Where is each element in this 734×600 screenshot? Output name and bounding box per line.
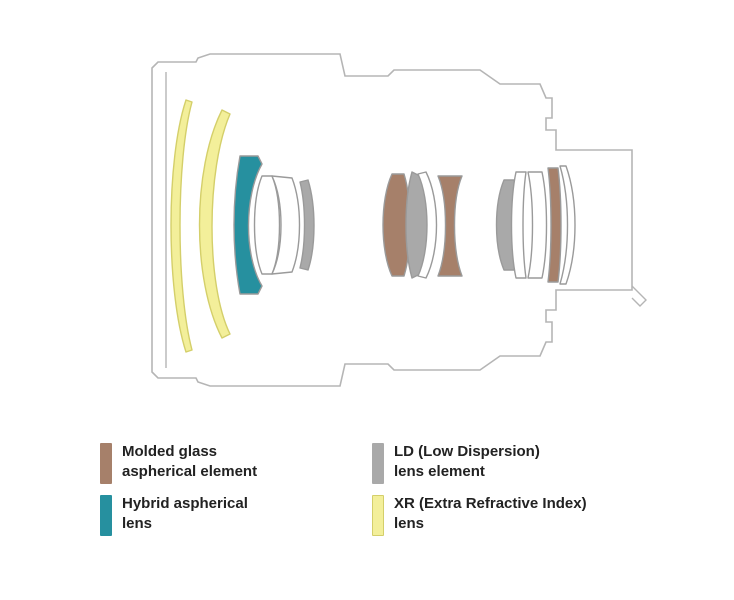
ld-lens-1 (299, 179, 315, 271)
clear-lens-2 (271, 175, 301, 275)
hybrid-aspherical-lens (233, 155, 263, 295)
clear-lens-5 (527, 171, 548, 279)
legend-label-molded-glass-line2: aspherical element (122, 463, 258, 480)
legend-swatch-xr (372, 495, 384, 536)
lens-barrel-outline (151, 53, 633, 387)
legend-label-xr-line1: XR (Extra Refractive Index) (394, 495, 587, 512)
xr-lens-1 (170, 99, 193, 353)
legend-swatch-molded-glass (100, 443, 112, 484)
legend-label-ld-line1: LD (Low Dispersion) (394, 443, 540, 460)
legend-ld: LD (Low Dispersion) lens element (372, 442, 540, 484)
legend-label-molded-glass-line1: Molded glass (122, 443, 218, 460)
clear-lens-6 (559, 165, 576, 285)
legend-hybrid: Hybrid aspherical lens (100, 494, 248, 536)
molded-glass-lens-3 (547, 167, 562, 283)
legend-label-hybrid-line1: Hybrid aspherical (122, 495, 248, 512)
molded-glass-lens-2 (437, 175, 463, 277)
legend-swatch-hybrid (100, 495, 112, 536)
clear-lens-4 (510, 171, 527, 279)
legend-label-ld-line2: lens element (394, 463, 485, 480)
clear-lens-3 (417, 171, 438, 279)
legend-molded-glass: Molded glass aspherical element (100, 442, 257, 484)
legend-label-xr-line2: lens (394, 515, 425, 532)
xr-lens-2 (198, 109, 231, 339)
lens-construction-diagram (151, 53, 647, 387)
clear-lens-1 (253, 175, 281, 275)
legend-label-hybrid-line2: lens (122, 515, 153, 532)
legend-xr: XR (Extra Refractive Index) lens (372, 494, 587, 536)
legend-swatch-ld (372, 443, 384, 484)
barrel-notch-right (631, 285, 647, 307)
